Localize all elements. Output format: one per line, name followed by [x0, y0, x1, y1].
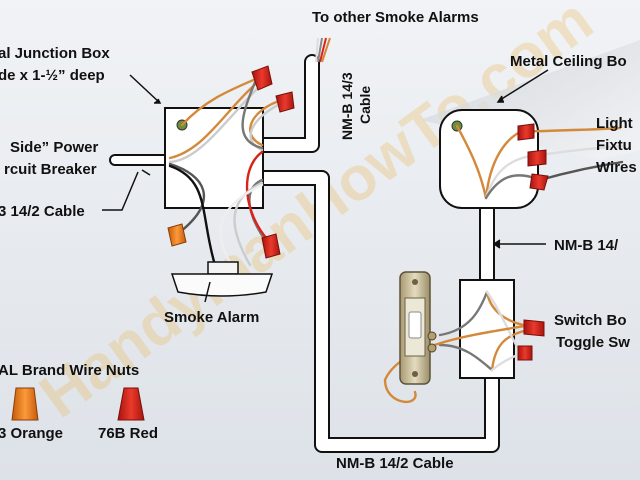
wire-nuts-junction: [167, 65, 295, 259]
label-cable-bottom: NM-B 14/2 Cable: [336, 455, 454, 472]
label-cable-top: NM-B 14/3: [339, 72, 355, 140]
cable-end-top: [315, 37, 331, 63]
label-wires: Wires: [596, 159, 637, 176]
label-power-source: Side” Power: [10, 139, 99, 156]
label-fixture: Fixtu: [596, 137, 632, 154]
label-junction-box-size: de x 1-½” deep: [0, 67, 105, 84]
nm-b-cables: [109, 54, 500, 453]
smoke-alarm: [170, 261, 274, 297]
label-switch-box: Switch Bo: [554, 312, 627, 329]
label-nut-orange: 3 Orange: [0, 425, 63, 442]
legend-orange-nut: [11, 387, 39, 421]
wire-nuts-ceiling: [517, 123, 549, 191]
label-nut-red: 76B Red: [98, 425, 158, 442]
label-to-other-alarms: To other Smoke Alarms: [312, 9, 479, 26]
label-wire-nuts-title: AL Brand Wire Nuts: [0, 362, 139, 379]
junction-box-wires: [168, 76, 284, 268]
label-cable-right: NM-B 14/: [554, 237, 619, 254]
label-ceiling-box: Metal Ceiling Bo: [510, 53, 627, 70]
callout-lines: [102, 69, 549, 303]
label-smoke-alarm: Smoke Alarm: [164, 309, 259, 326]
wire-nuts-switch: [517, 319, 545, 361]
toggle-switch: [399, 271, 437, 385]
label-cable-left: 3 14/2 Cable: [0, 203, 85, 220]
label-toggle-switch: Toggle Sw: [556, 334, 630, 351]
label-light: Light: [596, 115, 633, 132]
label-cable-top-word: Cable: [357, 86, 373, 124]
legend-red-nut: [117, 387, 145, 421]
label-junction-box: al Junction Box: [0, 45, 110, 62]
label-circuit-breaker: rcuit Breaker: [4, 161, 97, 178]
